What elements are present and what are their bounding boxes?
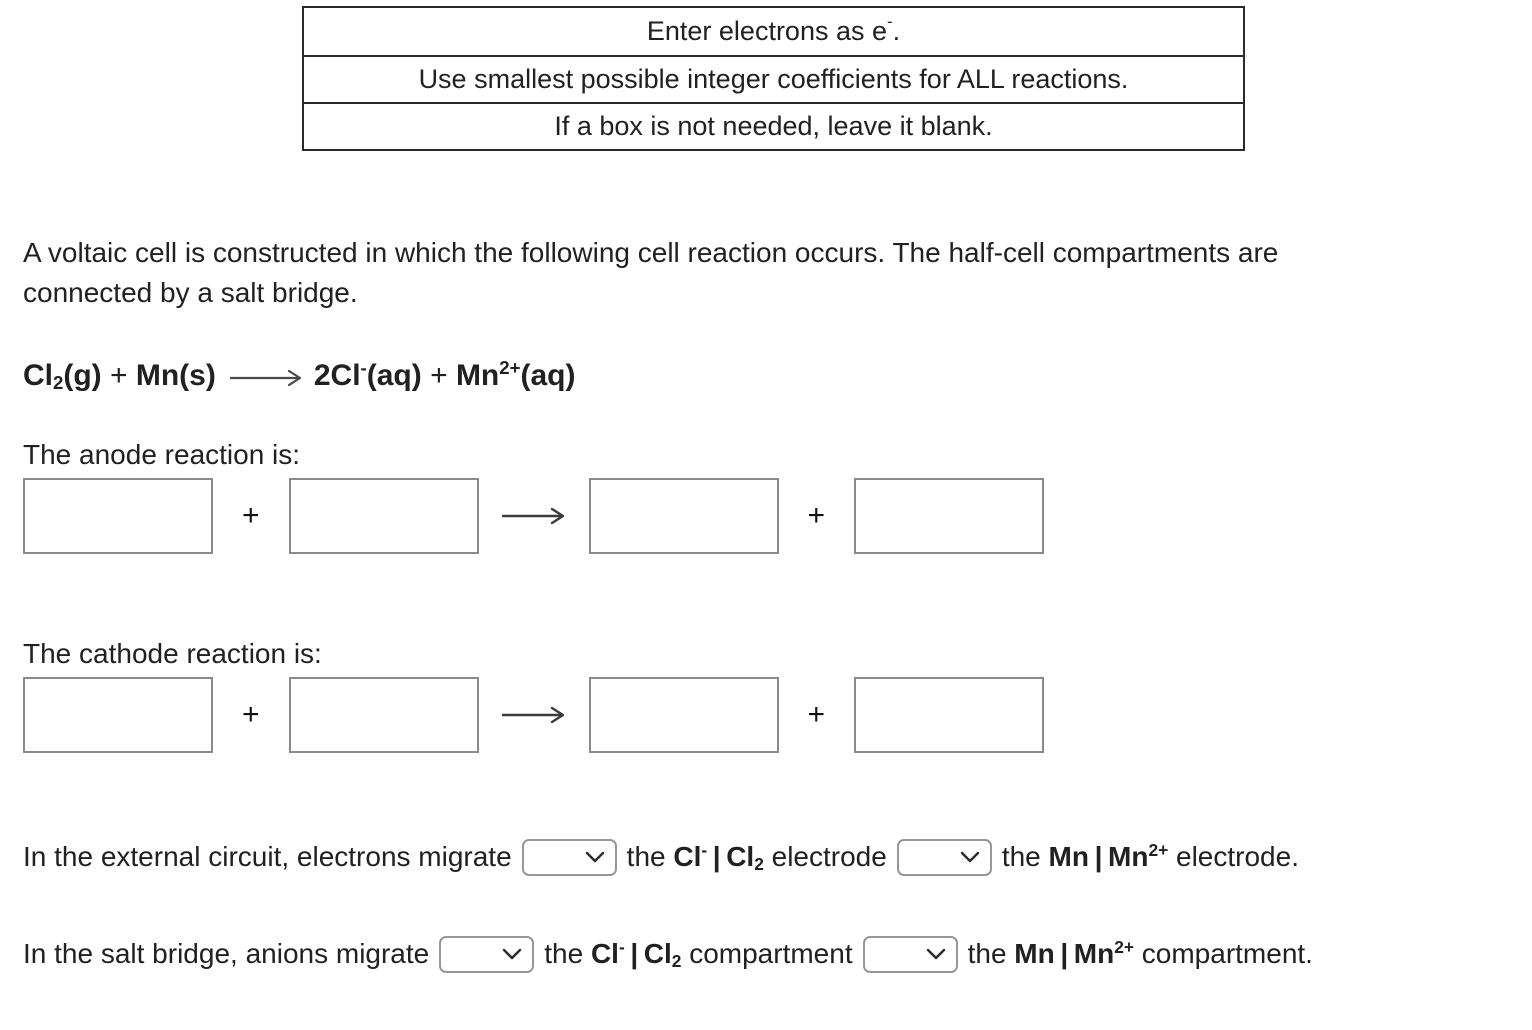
external-circuit-sentence: In the external circuit, electrons migra… bbox=[23, 838, 1532, 876]
external-circuit-prefix: In the external circuit, electrons migra… bbox=[23, 841, 512, 872]
electrons-migrate-direction-select-1[interactable] bbox=[521, 838, 617, 876]
chevron-down-icon bbox=[585, 851, 604, 863]
right-arrow-icon bbox=[229, 369, 301, 386]
salt-bridge-suffix: the Mn | Mn2+ compartment. bbox=[967, 937, 1313, 969]
instruction-row-coefficients: Use smallest possible integer coefficien… bbox=[304, 55, 1243, 102]
electrons-migrate-direction-select-2[interactable] bbox=[896, 838, 992, 876]
cathode-reactant-2-input[interactable] bbox=[288, 676, 479, 753]
question-body: A voltaic cell is constructed in which t… bbox=[0, 233, 1532, 973]
cathode-product-1-input[interactable] bbox=[588, 676, 779, 753]
right-arrow-icon bbox=[501, 706, 564, 723]
anode-reactant-2-input[interactable] bbox=[288, 477, 479, 554]
intro-line-2: connected by a salt bridge. bbox=[23, 276, 358, 308]
external-circuit-mid: the Cl- | Cl2 electrode bbox=[626, 840, 887, 874]
cathode-reaction-label: The cathode reaction is: bbox=[23, 637, 322, 669]
intro-paragraph: A voltaic cell is constructed in which t… bbox=[23, 233, 1532, 313]
anode-product-2-input[interactable] bbox=[854, 477, 1045, 554]
salt-bridge-prefix: In the salt bridge, anions migrate bbox=[23, 938, 430, 969]
right-arrow-icon bbox=[501, 507, 564, 524]
anode-reaction-row: + + bbox=[23, 477, 1532, 554]
equation-lhs: Cl2(g) + Mn(s) bbox=[23, 358, 216, 393]
external-circuit-suffix: the Mn | Mn2+ electrode. bbox=[1001, 840, 1299, 872]
chevron-down-icon bbox=[960, 851, 980, 863]
anions-migrate-direction-select-2[interactable] bbox=[862, 935, 958, 973]
plus-sign: + bbox=[242, 697, 260, 731]
cathode-product-2-input[interactable] bbox=[854, 676, 1045, 753]
plus-sign: + bbox=[807, 697, 826, 731]
salt-bridge-sentence: In the salt bridge, anions migrate the C… bbox=[23, 935, 1532, 973]
anions-migrate-direction-select-1[interactable] bbox=[439, 935, 535, 973]
salt-bridge-mid: the Cl- | Cl2 compartment bbox=[544, 937, 853, 971]
cell-reaction-equation: Cl2(g) + Mn(s) 2Cl-(aq) + Mn2+(aq) bbox=[23, 357, 1532, 393]
anode-product-1-input[interactable] bbox=[588, 477, 779, 554]
cathode-reactant-1-input[interactable] bbox=[23, 676, 213, 753]
equation-rhs: 2Cl-(aq) + Mn2+(aq) bbox=[313, 357, 576, 392]
plus-sign: + bbox=[242, 498, 260, 532]
anode-reactant-1-input[interactable] bbox=[23, 477, 213, 554]
plus-sign: + bbox=[807, 498, 826, 532]
cathode-reaction-row: + + bbox=[23, 676, 1532, 753]
instructions-table: Enter electrons as e-. Use smallest poss… bbox=[302, 6, 1245, 151]
intro-line-1: A voltaic cell is constructed in which t… bbox=[23, 237, 1279, 268]
chevron-down-icon bbox=[926, 948, 945, 960]
chevron-down-icon bbox=[503, 948, 522, 960]
instruction-row-electrons: Enter electrons as e-. bbox=[646, 12, 901, 46]
anode-reaction-label: The anode reaction is: bbox=[23, 438, 301, 470]
instruction-row-blank: If a box is not needed, leave it blank. bbox=[304, 102, 1243, 149]
